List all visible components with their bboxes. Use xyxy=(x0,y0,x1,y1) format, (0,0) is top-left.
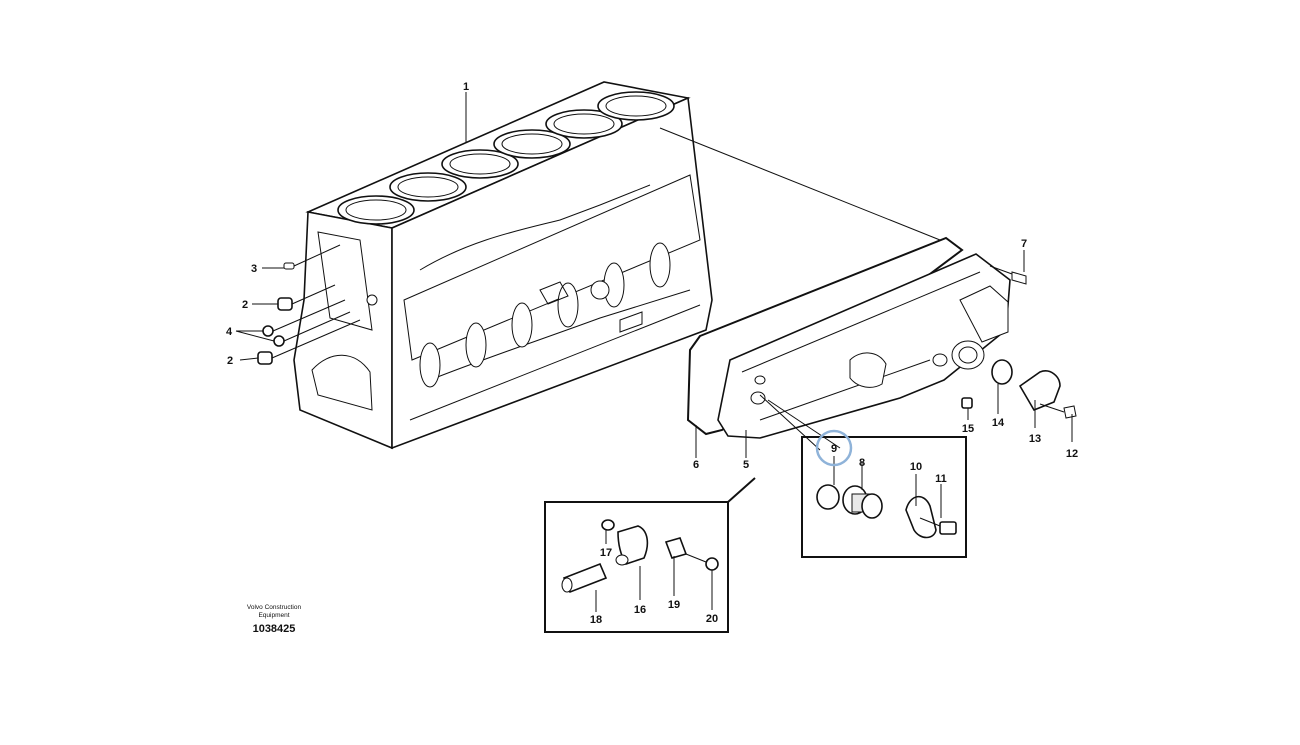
bolt-11 xyxy=(919,517,957,535)
oil-cooler-gasket xyxy=(686,236,964,436)
o-ring-14 xyxy=(991,359,1013,385)
callout-1[interactable]: 1 xyxy=(463,81,469,93)
callout-9-highlight[interactable] xyxy=(815,429,853,467)
plug-3 xyxy=(283,262,295,270)
flange-10 xyxy=(905,495,937,539)
plug-2-lower xyxy=(257,351,273,365)
callout-18[interactable]: 18 xyxy=(590,614,602,626)
cylinder-bores xyxy=(337,91,675,225)
callout-12[interactable]: 12 xyxy=(1066,448,1078,460)
callout-2-lower[interactable]: 2 xyxy=(227,355,233,367)
inset-box-left xyxy=(544,501,729,633)
washer-17 xyxy=(601,519,615,531)
plug-4-pair xyxy=(262,325,285,347)
callout-16[interactable]: 16 xyxy=(634,604,646,616)
callout-17[interactable]: 17 xyxy=(600,547,612,559)
engine-block xyxy=(293,81,713,450)
crank-webs xyxy=(419,242,671,388)
oil-cooler-cover xyxy=(717,253,1011,439)
callout-4[interactable]: 4 xyxy=(226,326,233,338)
drawing-caption: Volvo Construction Equipment 1038425 xyxy=(247,604,302,635)
bolt-12 xyxy=(1039,403,1077,419)
callout-labels: 1 3 2 4 2 6 5 7 9 8 10 11 15 14 13 12 17… xyxy=(226,81,1078,626)
pipe-18 xyxy=(561,562,608,594)
callout-13[interactable]: 13 xyxy=(1029,433,1041,445)
callout-11[interactable]: 11 xyxy=(935,473,947,485)
callout-15[interactable]: 15 xyxy=(962,423,974,435)
sleeve-8 xyxy=(842,485,883,519)
callout-7[interactable]: 7 xyxy=(1021,238,1027,250)
bolt-20 xyxy=(685,553,719,571)
callout-10[interactable]: 10 xyxy=(910,461,922,473)
callout-5[interactable]: 5 xyxy=(743,459,749,471)
callout-6[interactable]: 6 xyxy=(693,459,699,471)
plug-15 xyxy=(961,397,973,409)
caption-code: 1038425 xyxy=(253,623,296,635)
pipe-16 xyxy=(615,525,649,566)
callout-14[interactable]: 14 xyxy=(992,417,1005,429)
callout-9[interactable]: 9 xyxy=(831,443,837,455)
plug-2-upper xyxy=(277,297,293,311)
callout-2-upper[interactable]: 2 xyxy=(242,299,248,311)
inset-box-right xyxy=(801,436,967,558)
caption-brand: Volvo Construction xyxy=(247,604,302,611)
bolt-7 xyxy=(989,265,1027,285)
callout-8[interactable]: 8 xyxy=(859,457,865,469)
callout-19[interactable]: 19 xyxy=(668,599,680,611)
callout-3[interactable]: 3 xyxy=(251,263,257,275)
callout-20[interactable]: 20 xyxy=(706,613,718,625)
cover-13 xyxy=(1018,370,1061,411)
caption-brand-line2: Equipment xyxy=(258,612,289,619)
clamp-19 xyxy=(664,537,688,559)
leader-lines xyxy=(235,92,1073,612)
